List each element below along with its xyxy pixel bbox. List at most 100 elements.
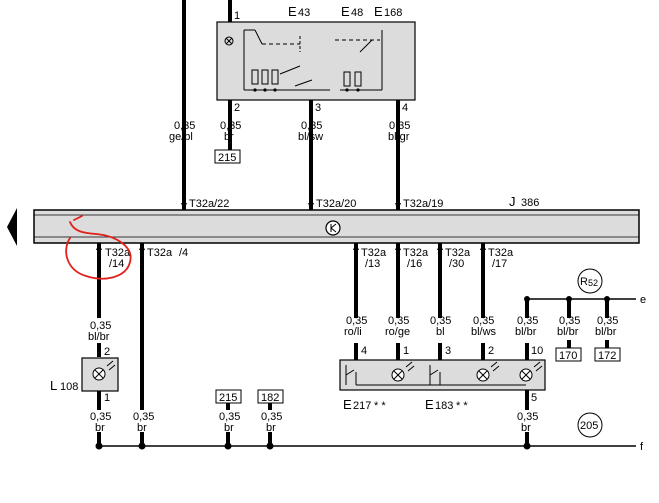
wire-color: bl bbox=[436, 326, 445, 338]
switch-label-e48: E 48 bbox=[341, 4, 363, 19]
ref-box-label: 170 bbox=[559, 350, 577, 362]
svg-text:R: R bbox=[580, 276, 588, 288]
svg-text:J: J bbox=[509, 194, 516, 209]
wire-gauge: 0,35 bbox=[517, 315, 538, 327]
lamp-l108 bbox=[81, 357, 119, 392]
wire-gauge: 0,35 bbox=[346, 315, 367, 327]
ref-box-label: 172 bbox=[598, 350, 616, 362]
wire-gauge: 0,35 bbox=[90, 411, 111, 423]
connector-arrow-icon bbox=[139, 243, 145, 250]
svg-text:E: E bbox=[288, 4, 297, 19]
pin-label: T32a bbox=[147, 247, 173, 259]
wire-gauge: 0,35 bbox=[174, 120, 195, 132]
switch-label-e43: E 43 bbox=[288, 4, 310, 19]
junction-dot bbox=[224, 442, 232, 450]
pin-number: 5 bbox=[531, 392, 537, 404]
switch-label-e168: E 168 bbox=[374, 4, 402, 19]
wire-color: ge/bl bbox=[169, 131, 193, 143]
wire-color: ro/ge bbox=[385, 326, 410, 338]
svg-text:* *: * * bbox=[374, 400, 386, 412]
pin-suffix: /14 bbox=[109, 258, 124, 270]
pin-prefix: T32a bbox=[445, 247, 471, 259]
svg-text:217: 217 bbox=[353, 400, 371, 412]
wire-color: br bbox=[266, 422, 276, 434]
svg-text:183: 183 bbox=[435, 400, 453, 412]
pin-suffix: /13 bbox=[365, 258, 380, 270]
switch-lamp-block bbox=[339, 359, 546, 391]
wire-gauge: 0,35 bbox=[220, 120, 241, 132]
wire-color: br bbox=[137, 422, 147, 434]
pin-prefix: T32a bbox=[105, 247, 131, 259]
svg-text:48: 48 bbox=[351, 7, 363, 19]
junction-dot bbox=[266, 442, 274, 450]
svg-text:386: 386 bbox=[521, 197, 539, 209]
pin-suffix: /16 bbox=[407, 258, 422, 270]
module-name: J 386 bbox=[509, 194, 539, 209]
wire-gauge: 0,35 bbox=[389, 120, 410, 132]
wire-color: br bbox=[95, 422, 105, 434]
connector-label: T32a/22 bbox=[189, 198, 229, 210]
connector-label: T32a/20 bbox=[316, 198, 356, 210]
wire-gauge: 0,35 bbox=[388, 315, 409, 327]
svg-text:52: 52 bbox=[588, 278, 598, 288]
pin-suffix: /30 bbox=[449, 258, 464, 270]
connector-arrow-icon bbox=[395, 203, 401, 210]
wire-gauge: 0,35 bbox=[597, 315, 618, 327]
connector-arrow-icon bbox=[437, 243, 443, 250]
wire-gauge: 0,35 bbox=[219, 411, 240, 423]
wire-gauge: 0,35 bbox=[261, 411, 282, 423]
pin-number: 1 bbox=[104, 392, 110, 404]
pin-number: 3 bbox=[445, 345, 451, 357]
pin-prefix: T32a bbox=[488, 247, 514, 259]
pin-number: 3 bbox=[315, 102, 321, 114]
highlight-circle bbox=[65, 215, 132, 280]
wire-gauge: 0,35 bbox=[90, 320, 111, 332]
wire-color: bl/ws bbox=[471, 326, 497, 338]
pin-number: 2 bbox=[234, 102, 240, 114]
wire-color: bl/br bbox=[557, 326, 579, 338]
pin-suffix: /17 bbox=[492, 258, 507, 270]
ref-box-label: 182 bbox=[261, 392, 279, 404]
wire-gauge: 0,35 bbox=[473, 315, 494, 327]
wire-gauge: 0,35 bbox=[430, 315, 451, 327]
wire-gauge: 0,35 bbox=[559, 315, 580, 327]
pin-prefix: T32a bbox=[361, 247, 387, 259]
wire-color: bl/sw bbox=[298, 131, 323, 143]
svg-text:43: 43 bbox=[298, 7, 310, 19]
wire-gauge: 0,35 bbox=[517, 411, 538, 423]
pin-number: 1 bbox=[234, 10, 240, 22]
wire-color: bl/br bbox=[88, 331, 110, 343]
svg-text:108: 108 bbox=[60, 381, 78, 393]
lamp-l108-label: L 108 bbox=[50, 378, 78, 393]
wire-gauge: 0,35 bbox=[133, 411, 154, 423]
ref-box-label: 215 bbox=[219, 392, 237, 404]
connector-arrow-icon bbox=[181, 203, 187, 210]
svg-text:E: E bbox=[343, 397, 352, 412]
left-arrow-icon bbox=[7, 208, 17, 246]
label-e183: E 183 * * bbox=[425, 397, 468, 412]
switch-block bbox=[216, 21, 416, 101]
connector-arrow-icon bbox=[96, 243, 102, 250]
svg-text:168: 168 bbox=[384, 7, 402, 19]
pin-prefix: T32a bbox=[403, 247, 429, 259]
wire-color: ro/li bbox=[344, 326, 362, 338]
ground-symbol-icon bbox=[325, 220, 341, 236]
ref-box bbox=[555, 347, 582, 362]
connector-label: T32a/19 bbox=[403, 198, 443, 210]
svg-text:E: E bbox=[341, 4, 350, 19]
junction-dot bbox=[523, 442, 531, 450]
svg-text:L: L bbox=[50, 378, 57, 393]
wire-color: bl/gr bbox=[388, 131, 410, 143]
ref-box bbox=[214, 149, 241, 164]
pin-number: 1 bbox=[403, 345, 409, 357]
connector-arrow-icon bbox=[308, 203, 314, 210]
connector-arrow-icon bbox=[395, 243, 401, 250]
connector-arrow-icon bbox=[353, 243, 359, 250]
wire-color: bl/br bbox=[595, 326, 617, 338]
wire-color: br bbox=[224, 131, 234, 143]
pin-suffix: /4 bbox=[179, 247, 188, 259]
svg-text:E: E bbox=[374, 4, 383, 19]
pin-number: 4 bbox=[402, 102, 408, 114]
pin-number: 10 bbox=[531, 345, 543, 357]
circle-ref-205: 205 bbox=[577, 412, 603, 438]
